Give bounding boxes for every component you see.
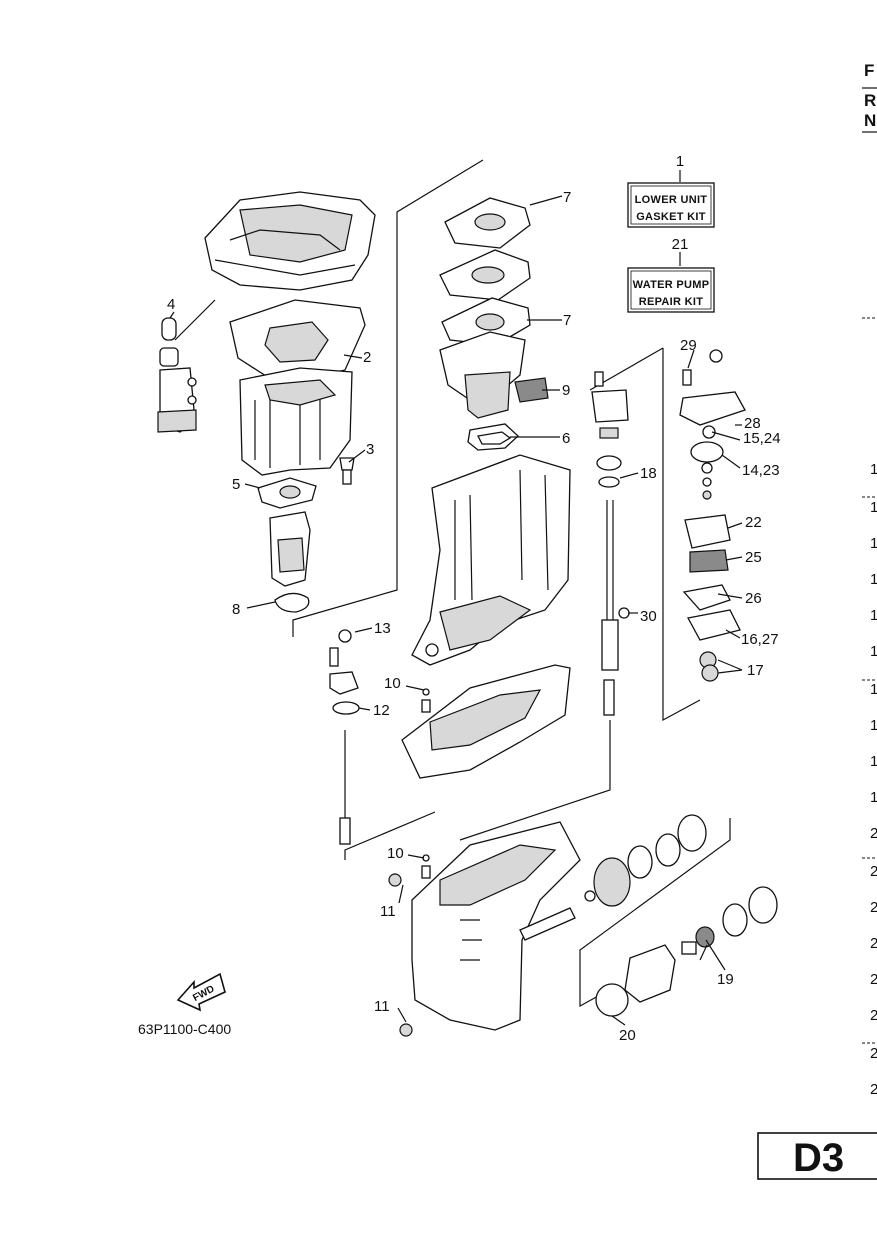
- side-num: 1: [870, 461, 877, 478]
- upper-casing-part: [204, 191, 376, 291]
- shift-rod-part: [329, 629, 360, 845]
- bolt-part-3: [339, 457, 355, 485]
- side-num: 1: [870, 499, 877, 516]
- callout-21: 21: [672, 236, 689, 253]
- gear-case-cover-part: [401, 664, 571, 779]
- exhaust-guide-part: [157, 317, 197, 433]
- water-pump-part: [679, 349, 746, 682]
- side-num: 2: [870, 825, 877, 842]
- side-num: 2: [870, 863, 877, 880]
- side-num: 1: [870, 717, 877, 734]
- callout-6: 6: [562, 430, 570, 447]
- side-num: 1: [870, 607, 877, 624]
- kit-21-line1: WATER PUMP: [633, 279, 710, 291]
- callout-10-upper: 10: [384, 675, 401, 692]
- callout-17: 17: [747, 662, 764, 679]
- callout-30: 30: [640, 608, 657, 625]
- side-num: 1: [870, 535, 877, 552]
- side-num: 1: [870, 681, 877, 698]
- water-pump-repair-kit-label: WATER PUMP REPAIR KIT 21: [627, 236, 715, 313]
- side-header-f: F: [864, 61, 874, 80]
- callout-7-top: 7: [563, 189, 571, 206]
- callout-10-lower: 10: [387, 845, 404, 862]
- drive-shaft-part: [591, 371, 630, 716]
- gasket-part-2: [229, 299, 366, 386]
- callout-7-lower: 7: [563, 312, 571, 329]
- callout-11-lower: 11: [374, 998, 390, 1015]
- lower-casing-part: [411, 454, 571, 666]
- side-num: 1: [870, 571, 877, 588]
- side-num: 1: [870, 643, 877, 660]
- side-header-r: R: [864, 91, 876, 110]
- callout-11-upper: 11: [380, 903, 396, 920]
- side-num: 1: [870, 753, 877, 770]
- group-boundary-lines: [292, 159, 731, 1008]
- callout-19: 19: [717, 971, 734, 988]
- callout-5: 5: [232, 476, 240, 493]
- callout-1: 1: [676, 153, 684, 170]
- exhaust-housing-part: [239, 367, 353, 476]
- side-column: F R N 1 1 1 1 1 1 1 1 1 1 2 2 2 2 2 2 2 …: [862, 61, 877, 1098]
- side-num: 2: [870, 899, 877, 916]
- callout-22: 22: [745, 514, 762, 531]
- callout-leader-lines: [169, 170, 743, 1026]
- callout-15-24: 15,24: [743, 430, 781, 447]
- page-tag: D3: [757, 1132, 877, 1180]
- propeller-shaft-part: [519, 814, 778, 1017]
- callout-18: 18: [640, 465, 657, 482]
- callout-25: 25: [745, 549, 762, 566]
- side-num: 2: [870, 1081, 877, 1098]
- gasket-stack-part-7: [439, 197, 531, 419]
- callout-13: 13: [374, 620, 391, 637]
- kit-1-line2: GASKET KIT: [636, 211, 706, 223]
- drawing-code: 63P1100-C400: [138, 1021, 231, 1037]
- callout-8: 8: [232, 601, 240, 618]
- callout-numbers: 2 3 4 5 6 7 7 8 9 10 10 11 11 12 13 14,2…: [167, 189, 781, 1044]
- callout-20: 20: [619, 1027, 636, 1044]
- callout-2: 2: [363, 349, 371, 366]
- callout-16-27: 16,27: [741, 631, 779, 648]
- kit-21-line2: REPAIR KIT: [639, 296, 704, 308]
- callout-12: 12: [373, 702, 390, 719]
- gear-case-part: [388, 821, 581, 1037]
- side-num: 1: [870, 789, 877, 806]
- callout-29: 29: [680, 337, 697, 354]
- side-header-n: N: [864, 111, 876, 130]
- rubber-seal-part-9: [514, 377, 549, 403]
- page-tag-text: D3: [793, 1136, 844, 1180]
- side-num: 2: [870, 971, 877, 988]
- callout-26: 26: [745, 590, 762, 607]
- side-num: 2: [870, 935, 877, 952]
- kit-1-line1: LOWER UNIT: [635, 194, 708, 206]
- water-tube-part: [257, 477, 317, 613]
- callout-3: 3: [366, 441, 374, 458]
- side-num: 2: [870, 1007, 877, 1024]
- side-num: 2: [870, 1045, 877, 1062]
- callout-28: 28: [744, 415, 761, 432]
- forward-arrow: FWD: [176, 972, 226, 1012]
- callout-9: 9: [562, 382, 570, 399]
- lower-unit-gasket-kit-label: LOWER UNIT GASKET KIT 1: [627, 153, 715, 228]
- callout-14-23: 14,23: [742, 462, 780, 479]
- callout-4: 4: [167, 296, 175, 313]
- seal-part-6: [467, 423, 519, 451]
